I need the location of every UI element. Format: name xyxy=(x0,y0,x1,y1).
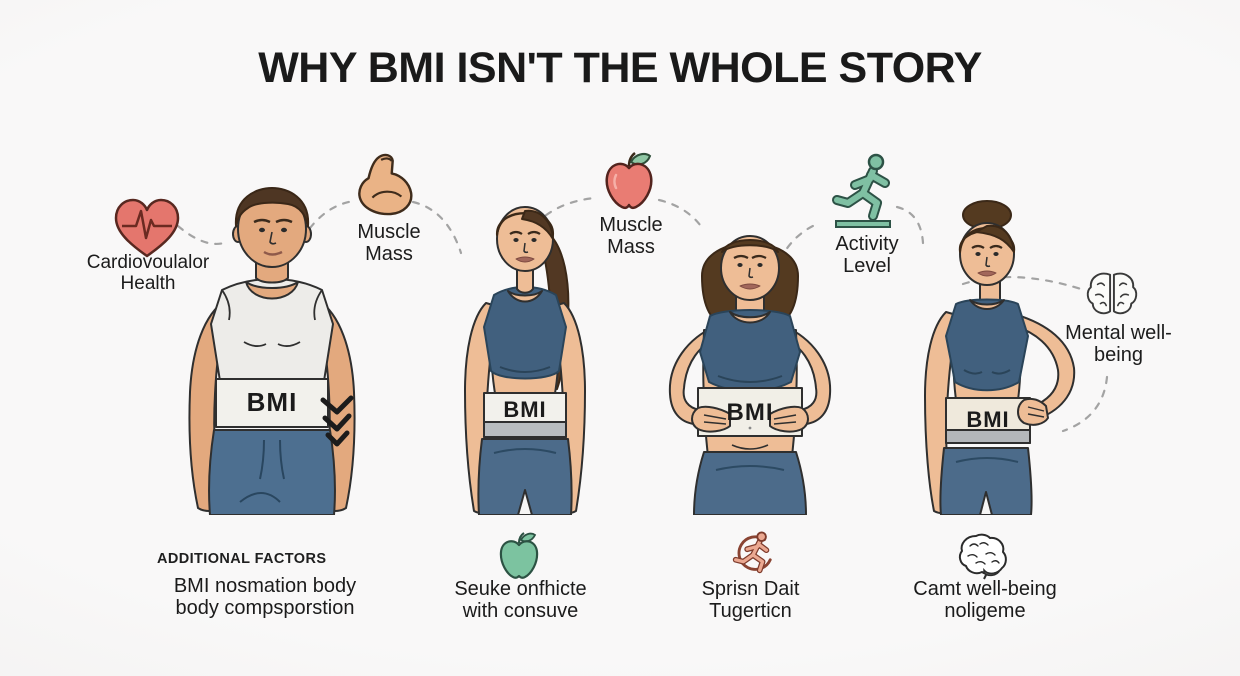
label-cardiovascular-health: Cardiovoulalor Health xyxy=(86,252,210,295)
bmi-band-label: BMI xyxy=(503,397,546,422)
figure-athletic-woman-bun-illustration: BMI xyxy=(924,200,1076,515)
footer-item-mental-wellbeing: Camt well-being noligeme xyxy=(913,578,1057,622)
arc-apple-to-woman2 xyxy=(657,198,705,231)
bmi-band-label: BMI xyxy=(247,387,298,417)
sprinting-figure-icon xyxy=(732,531,772,574)
red-apple-icon xyxy=(605,152,653,210)
label-activity-level: Activity Level xyxy=(835,233,899,278)
label-muscle-mass-2: Muscle Mass xyxy=(599,214,663,259)
heart-ecg-icon xyxy=(114,198,180,258)
figure-muscular-man-illustration: BMI xyxy=(188,187,356,515)
arc-heart-to-man xyxy=(176,224,226,245)
arc-woman3-to-brain xyxy=(961,275,1083,291)
bmi-band-label: BMI xyxy=(727,399,774,426)
label-mental-wellbeing: Mental well- being xyxy=(1065,322,1172,367)
footer-item-nutrition: Seuke onfhicte with consuve xyxy=(454,578,587,622)
green-apple-icon xyxy=(499,532,539,579)
figure-curvy-woman-illustration: BMI xyxy=(668,235,832,515)
footer-item-body-composition: BMI nosmation body body compsporstion xyxy=(173,575,357,619)
arc-man-to-bicep xyxy=(293,199,356,254)
footer-heading: ADDITIONAL FACTORS xyxy=(157,551,327,567)
brain-icon xyxy=(1086,272,1138,315)
arc-woman1-to-apple xyxy=(517,196,597,249)
arc-runner-to-woman3 xyxy=(895,205,925,245)
page-title: WHY BMI ISN'T THE WHOLE STORY xyxy=(258,44,982,92)
brain-sketch-icon xyxy=(958,533,1007,580)
running-figure-icon xyxy=(832,153,891,228)
flexed-bicep-icon xyxy=(358,153,413,216)
figure-slim-woman-illustration: BMI xyxy=(464,206,586,515)
footer-item-sprint-diet: Sprisn Dait Tugerticn xyxy=(701,578,800,622)
bmi-band-label: BMI xyxy=(966,407,1009,432)
arc-bicep-to-woman1 xyxy=(411,200,463,255)
label-muscle-mass: Muscle Mass xyxy=(357,221,421,266)
